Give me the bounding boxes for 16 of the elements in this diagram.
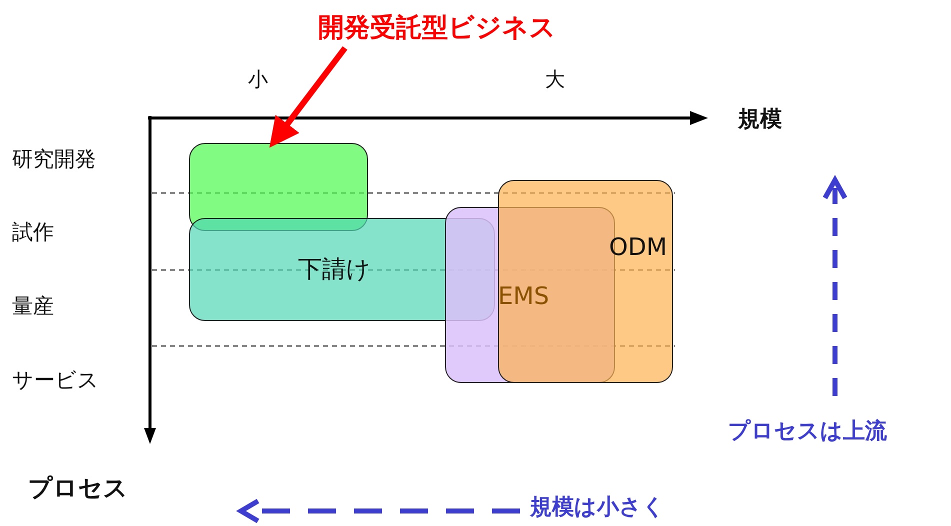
direction-label: プロセスは上流	[728, 418, 887, 446]
axis-tick-label: 大	[545, 66, 565, 93]
axis-title: 規模	[738, 106, 782, 134]
box-label: ODM	[609, 233, 668, 261]
direction-label: 規模は小さく	[530, 494, 665, 522]
row-label: 試作	[12, 219, 54, 246]
box-label: EMS	[498, 282, 550, 310]
callout-text: 開発受託型ビジネス	[318, 12, 556, 45]
row-label: サービス	[12, 367, 99, 394]
row-label: 研究開発	[12, 146, 96, 173]
rounded-box	[498, 180, 673, 383]
arrow	[269, 46, 348, 148]
axis-tick-label: 小	[248, 66, 268, 93]
row-label: 量産	[12, 293, 54, 320]
axis-title: プロセス	[28, 473, 128, 504]
box-label: 下請け	[298, 254, 371, 285]
